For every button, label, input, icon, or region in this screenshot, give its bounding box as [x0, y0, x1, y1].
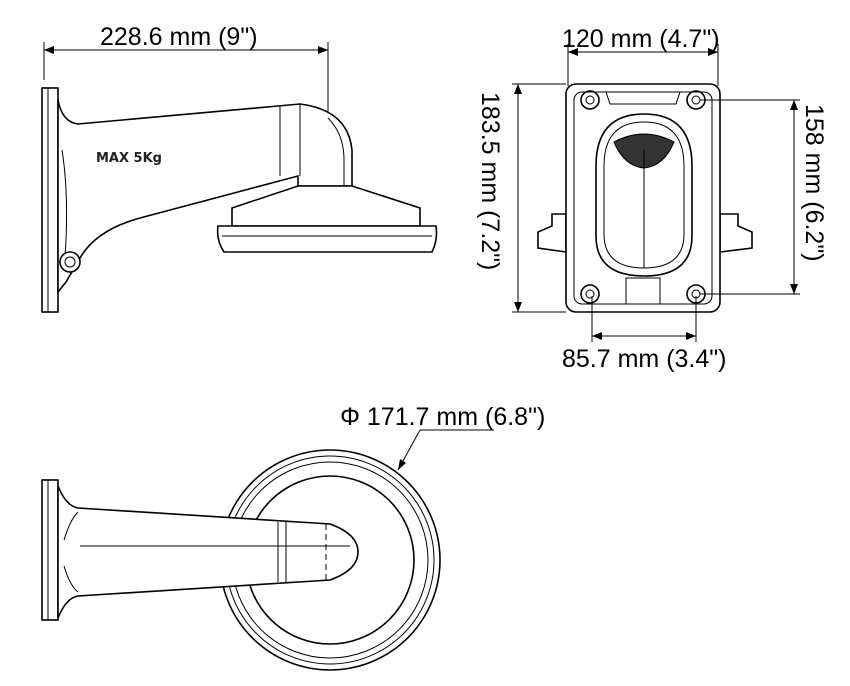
hole-vertical-label: 158 mm (6.2"): [800, 104, 828, 262]
elbow-line: [327, 117, 345, 186]
arm-length-label: 228.6 mm (9"): [100, 23, 258, 51]
bracket-arm: [57, 99, 353, 295]
diameter-arrow: [398, 459, 406, 470]
side-view: 228.6 mm (9") MAX 5Kg: [41, 23, 438, 313]
mounting-plate-inner: [573, 91, 713, 305]
top-view: Φ 171.7 mm (6.8"): [41, 403, 545, 671]
base-cone: [231, 185, 421, 227]
plate-height-label: 183.5 mm (7.2"): [476, 92, 504, 270]
arm-cross-section-inner: [603, 121, 685, 269]
top-arm: [57, 485, 359, 619]
plate-width-label: 120 mm (4.7"): [562, 25, 720, 53]
locking-knob: [59, 251, 81, 273]
top-wall-plate: [41, 479, 59, 621]
top-arm-ribs: [63, 511, 79, 593]
locking-knob-inner: [64, 256, 76, 268]
right-flange: [719, 213, 753, 253]
hole-horizontal-label: 85.7 mm (3.4"): [562, 345, 726, 373]
max-load-label: MAX 5Kg: [96, 151, 162, 166]
plate-top-notch: [605, 91, 681, 105]
base-flange: [216, 225, 438, 253]
base-diameter-label: Φ 171.7 mm (6.8"): [340, 403, 545, 431]
screw-hole-bottom-left: [580, 284, 600, 304]
plate-bottom-notch: [625, 277, 661, 304]
left-flange: [537, 213, 567, 253]
front-view: 120 mm (4.7") 183.5 mm (7.2": [476, 25, 828, 373]
wall-plate: [41, 87, 59, 313]
arm-seam: [279, 104, 301, 176]
screw-hole-top-left: [580, 90, 600, 110]
